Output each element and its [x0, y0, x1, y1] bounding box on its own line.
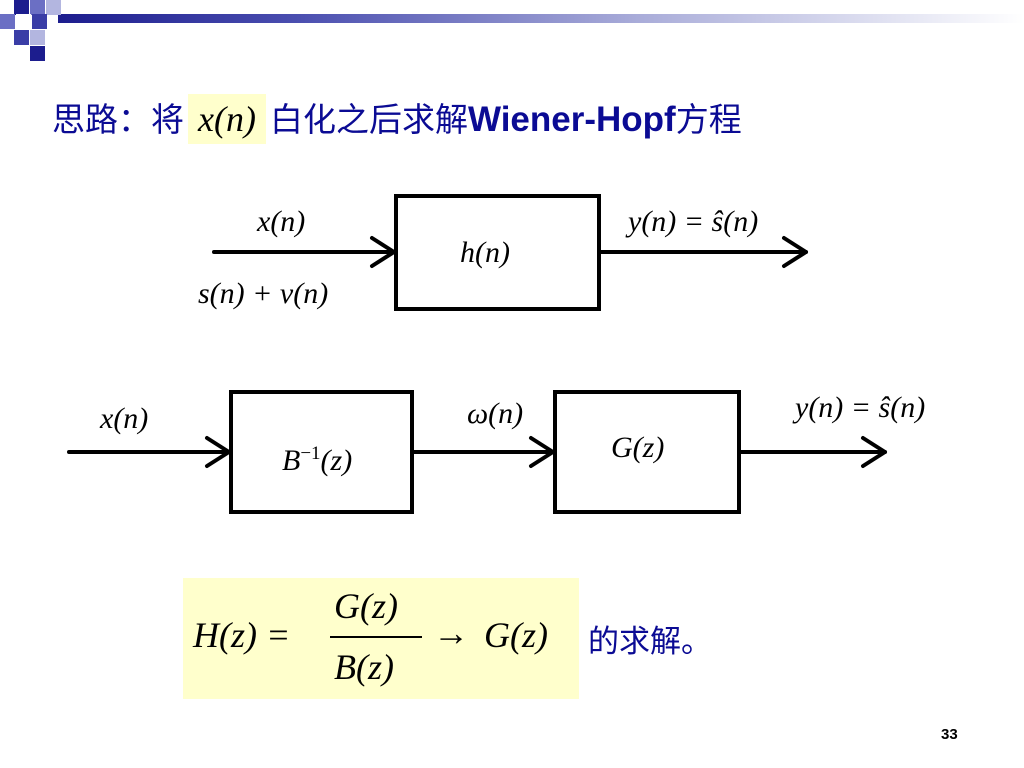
formula-rhs: G(z): [484, 615, 548, 655]
formula-numerator: G(z): [334, 586, 398, 626]
d2-intermediate-label: ω(n): [467, 397, 524, 430]
d1-output-label: y(n) = ŝ(n): [628, 205, 759, 238]
header-square: [14, 0, 29, 15]
formula-tail-text: 的求解。: [588, 624, 712, 660]
header-square: [32, 14, 47, 29]
whitening-block-b-inverse: [229, 390, 414, 514]
title-wiener-hopf: Wiener-Hopf: [467, 100, 676, 139]
d1-input-label-bottom: s(n) + v(n): [198, 277, 329, 310]
title-middle: 白化之后求解: [269, 100, 468, 139]
arrowhead-d2-output: [861, 436, 887, 468]
d1-block-label: h(n): [460, 236, 510, 269]
header-square: [30, 30, 45, 45]
formula-arrow: →: [433, 613, 469, 653]
header-bar: [58, 14, 1024, 23]
filter-block-g: [553, 390, 741, 514]
page-number: 33: [941, 726, 958, 743]
formula-highlight: [183, 578, 579, 699]
formula-lhs: H(z) =: [193, 615, 291, 655]
d2-block1-label: B−1(z): [282, 443, 353, 477]
d2-output-label: y(n) = ŝ(n): [795, 391, 926, 424]
header-square: [14, 30, 29, 45]
header-square: [30, 46, 45, 61]
arrowhead-d1-output: [782, 236, 808, 268]
d1-input-label-top: x(n): [257, 205, 306, 238]
filter-block-h: [394, 194, 601, 311]
header-square: [0, 14, 15, 29]
title-suffix: 方程: [675, 100, 742, 139]
title-prefix: 思路：将: [52, 100, 184, 139]
fraction-bar: [330, 636, 422, 638]
title-highlight-xn: x(n): [188, 94, 266, 144]
header-square: [46, 0, 61, 15]
header-square: [30, 0, 45, 15]
header-square: [16, 14, 31, 29]
d2-block2-label: G(z): [611, 431, 665, 464]
formula-denominator: B(z): [334, 647, 394, 687]
d2-input-label: x(n): [100, 402, 149, 435]
